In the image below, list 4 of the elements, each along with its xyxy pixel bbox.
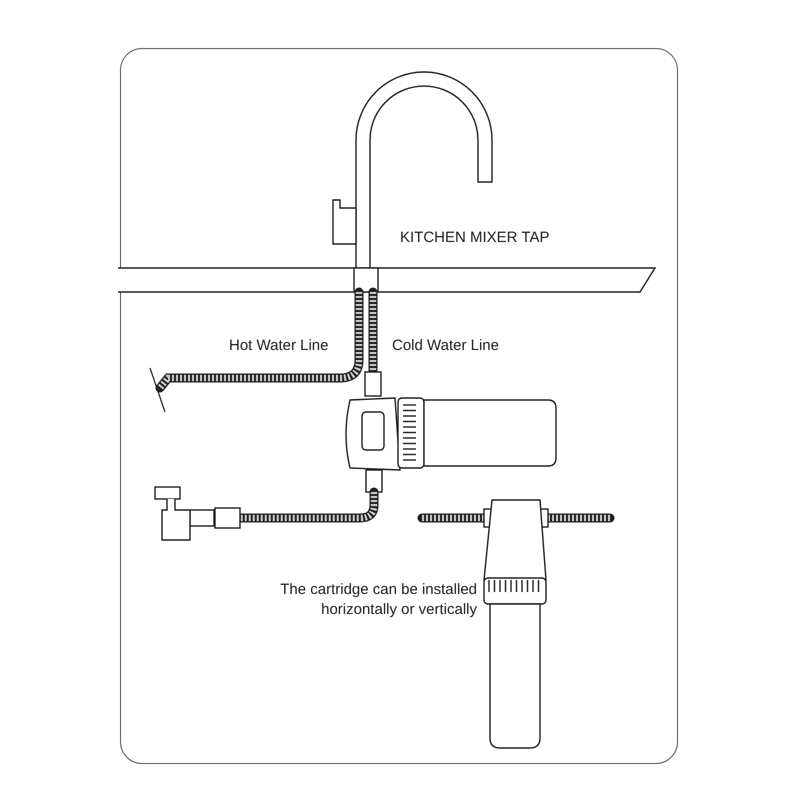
hot-line-label: Hot Water Line	[229, 336, 328, 356]
cold-line-label: Cold Water Line	[392, 336, 499, 356]
tap-label: KITCHEN MIXER TAP	[400, 228, 550, 248]
installation-note: The cartridge can be installed horizontally or vertically	[279, 580, 477, 619]
